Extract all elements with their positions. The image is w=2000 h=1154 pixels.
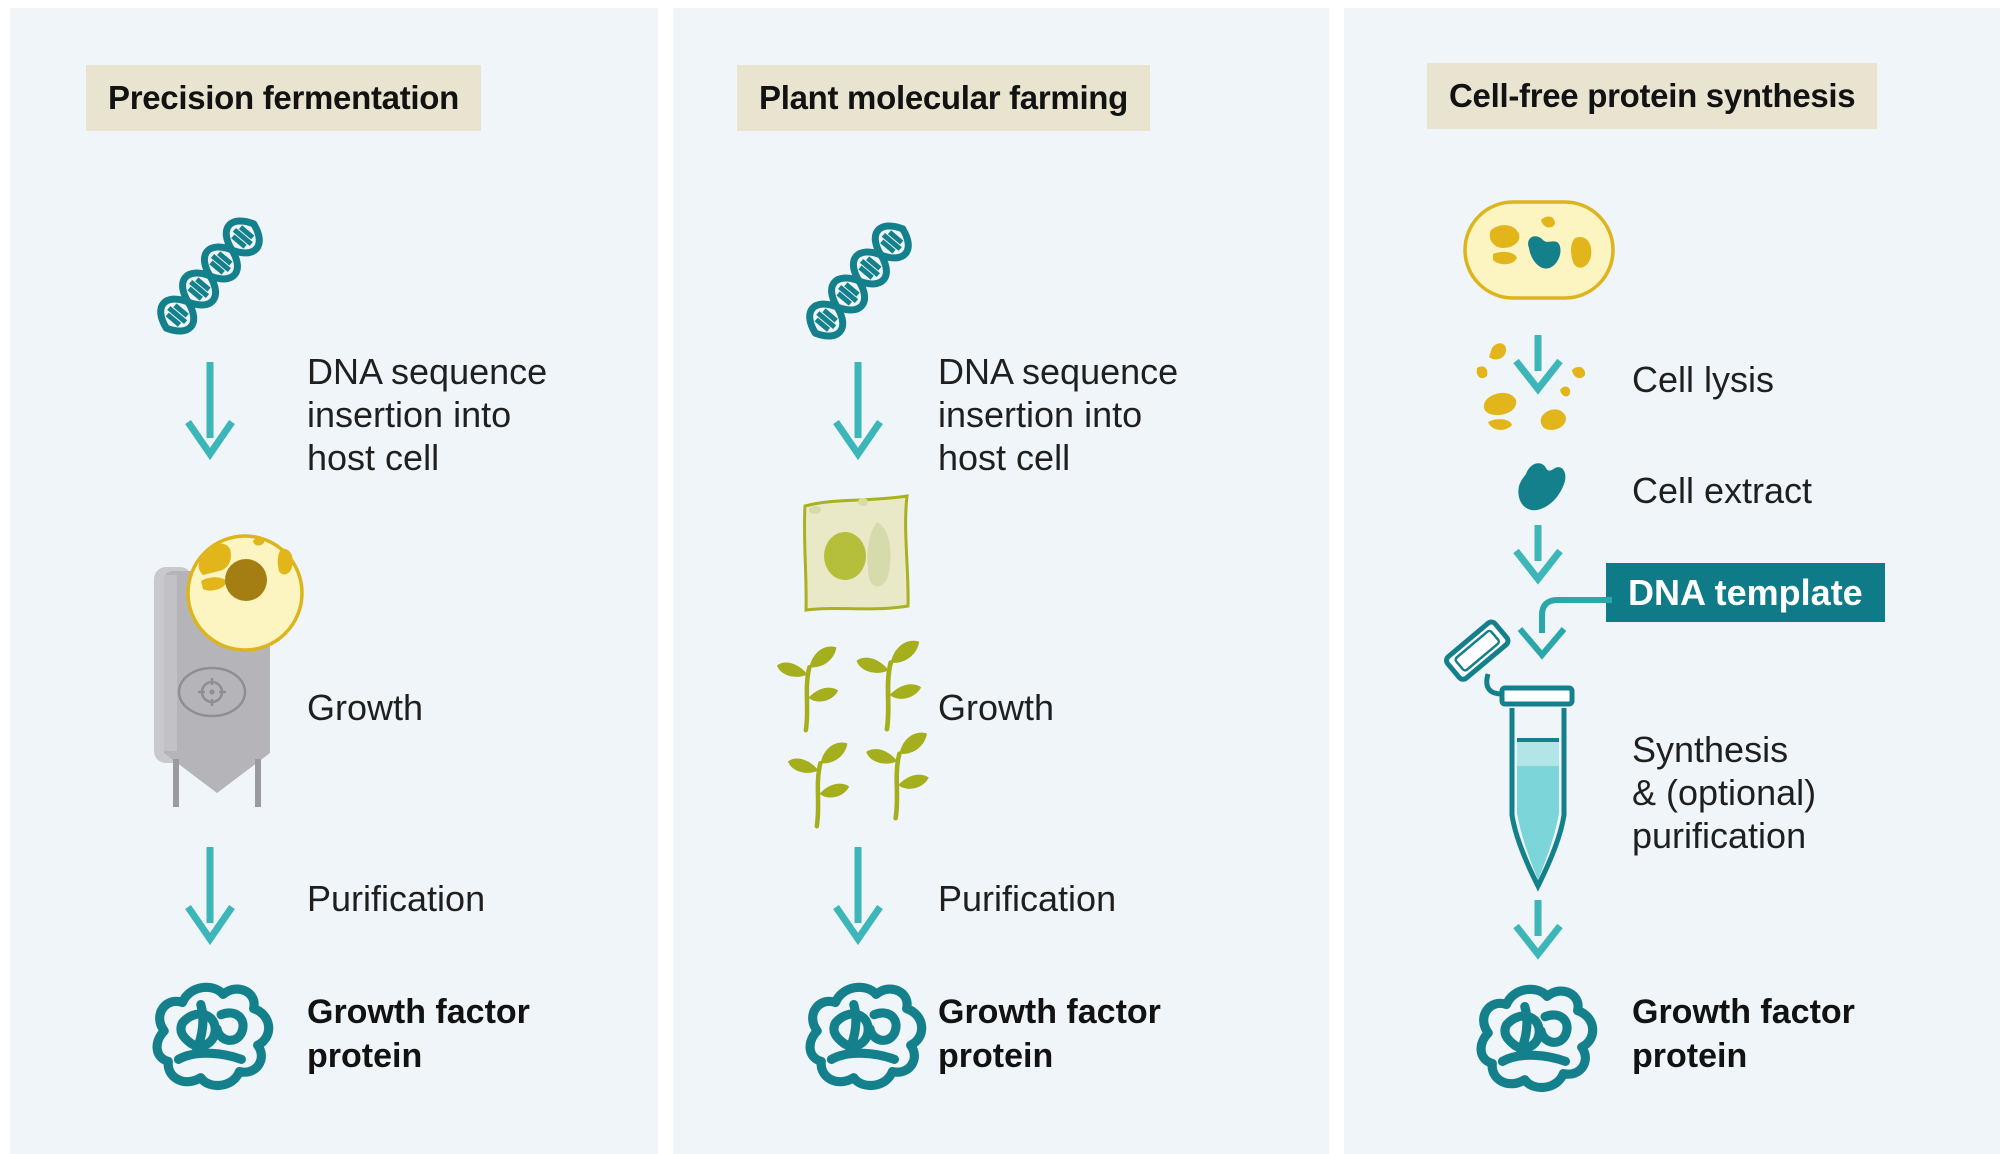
column-plant-molecular-farming: Plant molecular farming DNA sequence ins…	[673, 8, 1329, 1154]
dna-icon	[799, 213, 919, 349]
seedlings-icon	[765, 636, 950, 841]
cell-icon	[1463, 200, 1615, 300]
arrow-down-icon	[832, 360, 884, 460]
yeast-cell-icon	[186, 534, 304, 652]
dna-template-badge: DNA template	[1606, 563, 1885, 622]
arrow-down-icon	[184, 845, 236, 945]
step-label-purification: Purification	[307, 878, 486, 919]
step-label-lysis: Cell lysis	[1632, 359, 1775, 400]
protein-icon	[801, 974, 933, 1094]
elbow-connector-icon	[1517, 597, 1612, 660]
result-label: Growth factor protein	[938, 993, 1161, 1075]
cell-fragments-icon	[1476, 343, 1586, 430]
column-title: Cell-free protein synthesis	[1427, 63, 1878, 129]
step-label-insertion: DNA sequence insertion into host cell	[938, 351, 1179, 478]
column-cell-free-protein-synthesis: Cell-free protein synthesis Cell lysis C…	[1344, 8, 2000, 1154]
column-title: Plant molecular farming	[737, 65, 1151, 131]
arrow-down-icon	[1512, 900, 1564, 962]
step-label-extract: Cell extract	[1632, 470, 1813, 511]
column-title-text: Plant molecular farming	[759, 79, 1129, 116]
column-title: Precision fermentation	[86, 65, 481, 131]
cell-extract-icon	[1518, 463, 1566, 511]
step-label-purification: Purification	[938, 878, 1117, 919]
arrow-down-icon	[832, 845, 884, 945]
step-label-insertion: DNA sequence insertion into host cell	[307, 351, 548, 478]
step-label-growth: Growth	[938, 687, 1055, 728]
result-label: Growth factor protein	[307, 993, 530, 1075]
column-precision-fermentation: Precision fermentation DNA sequence inse…	[10, 8, 658, 1154]
step-label-synthesis: Synthesis & (optional) purification	[1632, 729, 1817, 856]
microtube-icon	[1444, 619, 1575, 892]
result-label: Growth factor protein	[1632, 993, 1855, 1075]
column-title-text: Precision fermentation	[108, 79, 459, 116]
column-title-text: Cell-free protein synthesis	[1449, 77, 1856, 114]
step-label-growth: Growth	[307, 687, 424, 728]
dna-template-label: DNA template	[1628, 571, 1863, 613]
dna-icon	[150, 208, 270, 344]
arrow-down-icon	[184, 360, 236, 460]
protein-icon	[1472, 976, 1604, 1096]
plant-cell-icon	[802, 494, 910, 612]
protein-icon	[148, 974, 280, 1094]
